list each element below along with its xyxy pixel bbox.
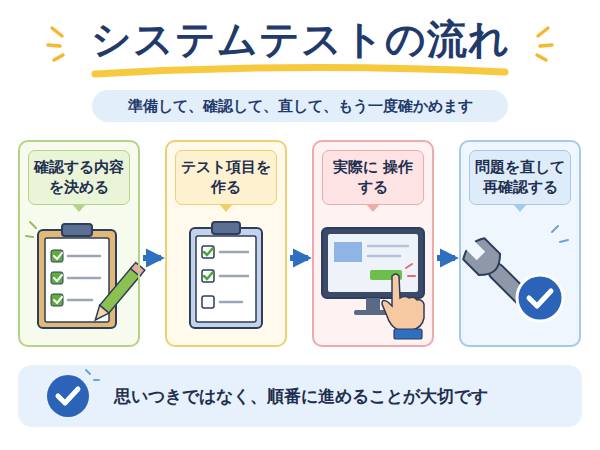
flow-arrow xyxy=(437,255,455,261)
title: システムテストの流れ xyxy=(0,12,600,67)
step-heading-bubble: 確認する内容 を決める xyxy=(28,150,130,205)
summary-text: 思いつきではなく、順番に進めることが大切です xyxy=(114,385,488,408)
card-fill xyxy=(165,140,287,347)
title-underline xyxy=(95,67,505,74)
step-label: テスト項目を 作る xyxy=(180,157,272,198)
step-heading-bubble: 問題を直して 再確認する xyxy=(469,150,571,205)
monitor-hand-icon xyxy=(322,228,424,339)
card-fill xyxy=(18,140,140,347)
banner-fill xyxy=(18,365,582,427)
wrench-check-icon xyxy=(458,226,568,322)
card-fill xyxy=(459,140,581,347)
subtitle-text: 準備して、確認して、直して、もう一度確かめます xyxy=(128,97,473,116)
step-label: 確認する内容 を決める xyxy=(33,157,125,198)
step-card: 問題を直して 再確認する xyxy=(459,140,581,347)
subtitle-pill: 準備して、確認して、直して、もう一度確かめます xyxy=(92,90,508,122)
checklist-icon xyxy=(190,222,262,328)
flow-arrow xyxy=(290,255,308,261)
step-heading-bubble: テスト項目を 作る xyxy=(175,150,277,205)
step-heading-bubble: 実際に 操作する xyxy=(322,150,424,205)
step-label: 問題を直して 再確認する xyxy=(474,157,566,198)
clipboard-pencil-icon xyxy=(26,222,145,328)
card-fill xyxy=(312,140,434,347)
step-label: 実際に 操作する xyxy=(327,157,419,198)
banner-check-icon xyxy=(47,370,99,417)
step-card: 実際に 操作する xyxy=(312,140,434,347)
flow-arrow xyxy=(143,255,161,261)
step-card: テスト項目を 作る xyxy=(165,140,287,347)
step-card: 確認する内容 を決める xyxy=(18,140,140,347)
summary-banner: 思いつきではなく、順番に進めることが大切です xyxy=(18,365,582,427)
